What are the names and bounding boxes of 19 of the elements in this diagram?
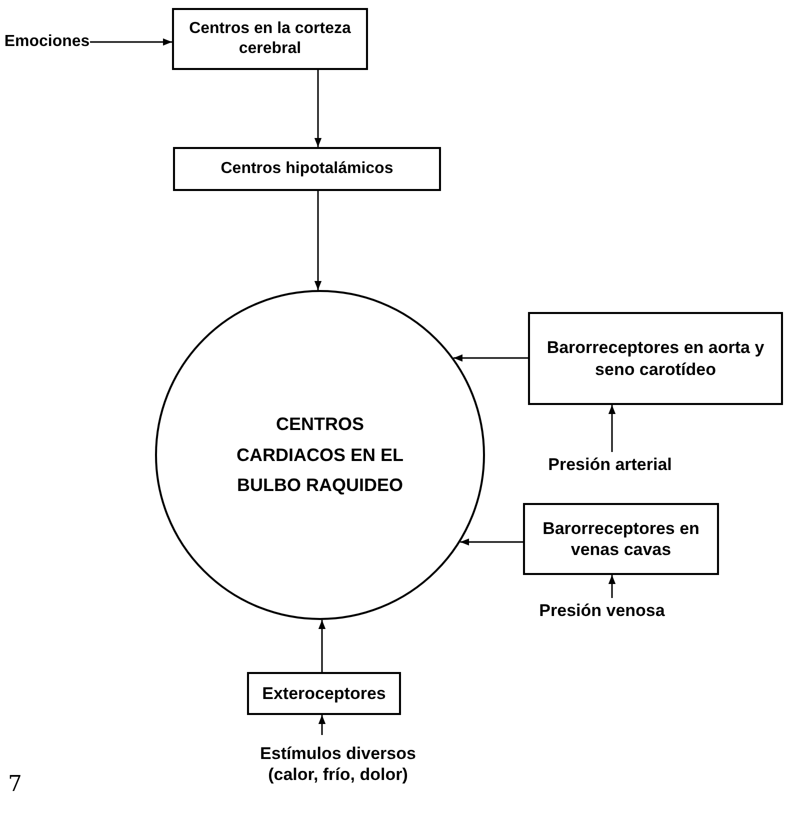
arrow — [453, 354, 528, 362]
receptor-box: Barorreceptores en venas cavas — [523, 503, 719, 575]
process-box: Centros en la corteza cerebral — [172, 8, 368, 70]
process-box: Centros hipotalámicos — [173, 147, 441, 191]
arrow — [608, 405, 616, 452]
stimulus-label: Presión venosa — [527, 598, 677, 624]
arrow — [318, 715, 326, 735]
receptor-box: Barorreceptores en aorta y seno carotídeo — [528, 312, 783, 405]
page-mark: 7 — [8, 771, 22, 799]
arrow — [318, 620, 326, 672]
arrow — [608, 575, 616, 598]
arrow — [314, 191, 322, 290]
arrow — [460, 538, 523, 546]
input-label: Emociones — [4, 30, 90, 54]
receptor-box: Exteroceptores — [247, 672, 401, 715]
stimulus-label: Presión arterial — [526, 452, 694, 478]
arrow — [90, 38, 172, 46]
arrow — [314, 70, 322, 147]
stimulus-label: Estímulos diversos (calor, frío, dolor) — [238, 735, 438, 793]
